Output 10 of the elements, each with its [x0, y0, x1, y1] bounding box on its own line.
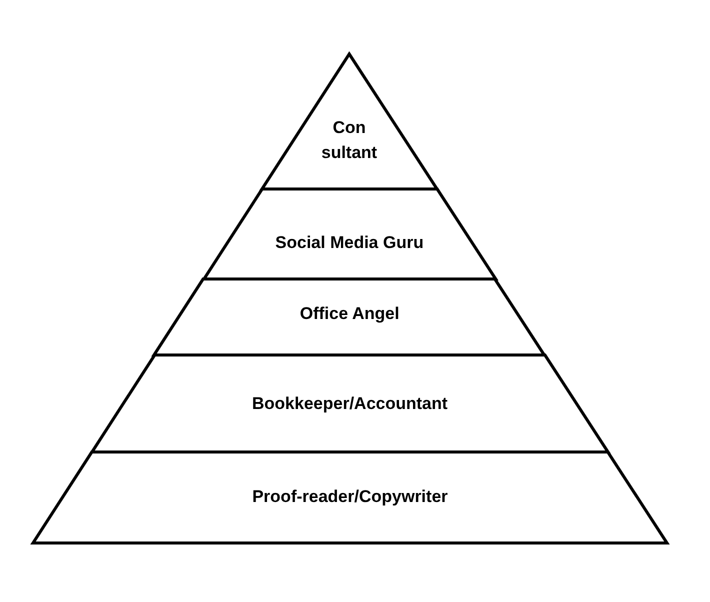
tier-label: Bookkeeper/Accountant	[251, 392, 449, 414]
pyramid-band	[30, 450, 670, 544]
tier-label: Con sultant	[320, 117, 378, 164]
tier-label: Social Media Guru	[274, 232, 425, 254]
pyramid-band	[200, 188, 498, 280]
tier-label: Proof-reader/Copywriter	[251, 486, 449, 508]
pyramid-band	[89, 354, 611, 454]
pyramid-band	[152, 278, 548, 356]
tier-label: Office Angel	[298, 302, 400, 325]
pyramid-apex-triangle	[259, 52, 440, 190]
